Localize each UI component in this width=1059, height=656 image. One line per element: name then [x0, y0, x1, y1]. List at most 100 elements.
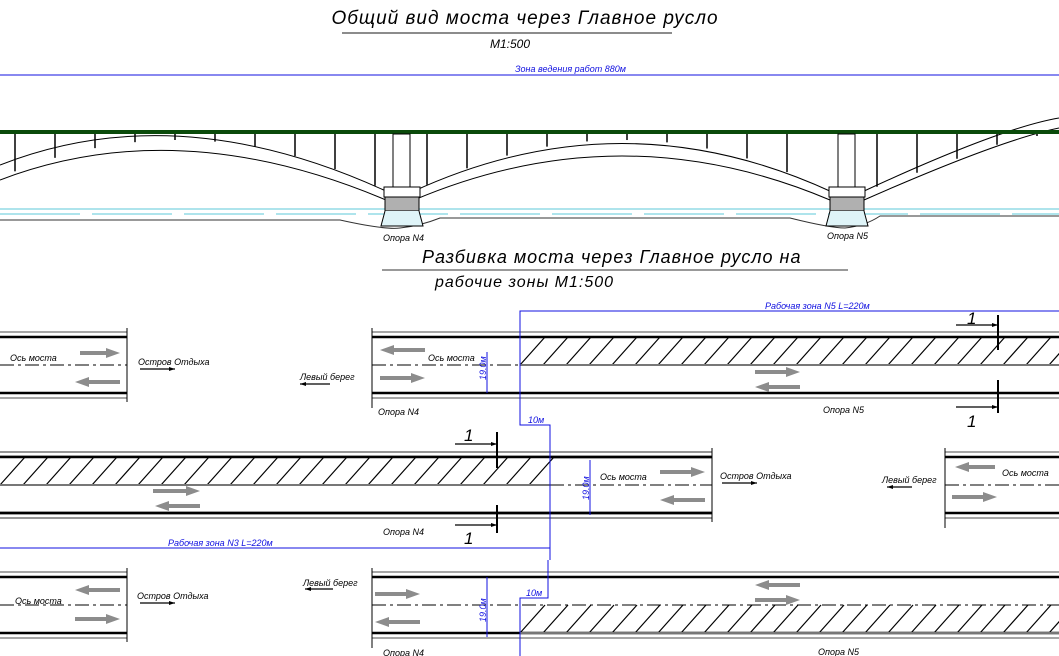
island-label: Остров Отдыха [138, 357, 210, 367]
work-zone-total-label: Зона ведения работ 880м [515, 64, 626, 74]
hatch-line [611, 604, 638, 634]
traffic-arrow [380, 345, 425, 355]
hatch-line [91, 456, 118, 486]
arrow-head [169, 601, 175, 605]
hatch-line [887, 604, 914, 634]
plan-marks [140, 315, 999, 605]
hatch-line [505, 456, 532, 486]
traffic-arrow [155, 501, 200, 511]
hatch-line [749, 604, 776, 634]
island-label: Остров Отдыха [137, 591, 209, 601]
hatch-line [841, 336, 868, 366]
zone-boundary-bottom [519, 560, 549, 656]
offset-dim-top: 10м [528, 415, 544, 425]
hatch-line [887, 336, 914, 366]
traffic-arrow [660, 495, 705, 505]
hatch-line [565, 336, 592, 366]
hatch-line [1002, 604, 1029, 634]
hatch-line [657, 336, 684, 366]
axis-label: Ось моста [15, 596, 62, 606]
hatch-line [367, 456, 394, 486]
dimension-lines [0, 310, 1059, 656]
riverbed [0, 215, 1059, 229]
arch-middle [411, 143, 833, 201]
traffic-arrow [153, 486, 200, 496]
hatch-line [482, 456, 509, 486]
pier-n4-plan-label: Опора N4 [383, 527, 424, 537]
hatch-line [344, 456, 371, 486]
pier-n4-plan-label: Опора N4 [378, 407, 419, 417]
hatch-line [206, 456, 233, 486]
drawing-title: Общий вид моста через Главное русло [331, 8, 718, 29]
hatch-line [229, 456, 256, 486]
hatch-line [137, 456, 164, 486]
zone-n5-label: Рабочая зона N5 L=220м [765, 301, 870, 311]
traffic-arrow [375, 589, 420, 599]
left-bank-label: Левый берег [299, 372, 355, 382]
arrow-head [992, 405, 998, 409]
hatch-line [183, 456, 210, 486]
traffic-arrow [955, 462, 995, 472]
section-mark: 1 [967, 412, 976, 431]
axis-label: Ось моста [600, 472, 647, 482]
hatch-line [519, 336, 546, 366]
hatch-line [390, 456, 417, 486]
width-dim-1: 19.0м [478, 356, 488, 380]
hatch-line [1048, 620, 1059, 634]
hatch-line [956, 604, 983, 634]
traffic-arrow [380, 373, 425, 383]
axis-label: Ось моста [428, 353, 475, 363]
pier-n5-label: Опора N5 [827, 231, 869, 241]
hatch-line [459, 456, 486, 486]
plan-labels: Ось моста Остров Отдыха Ось моста Левый … [10, 309, 1049, 656]
hatch-line [680, 336, 707, 366]
hatch-line [519, 604, 546, 634]
arrow-head [169, 367, 175, 371]
pier-n5-plan-label: Опора N5 [818, 647, 860, 656]
hatch-line [772, 336, 799, 366]
width-dim-3: 19.0м [478, 598, 488, 622]
hatch-line [542, 336, 569, 366]
left-bank-label: Левый берег [881, 475, 937, 485]
hatch-line [703, 336, 730, 366]
section-mark: 1 [967, 309, 976, 328]
hatch-line [680, 604, 707, 634]
pier-n5 [825, 133, 869, 227]
hatch-line [611, 336, 638, 366]
traffic-arrow [75, 377, 120, 387]
arch-left [0, 135, 389, 201]
hatch-line [565, 604, 592, 634]
hatch-line [726, 336, 753, 366]
pier-n4-plan-label: Опора N4 [383, 648, 424, 656]
hatch-line [933, 336, 960, 366]
hatch-line [657, 604, 684, 634]
width-dim-2: 19.0м [581, 476, 591, 500]
hatch-line [726, 604, 753, 634]
traffic-arrow [952, 492, 997, 502]
traffic-arrow [75, 585, 120, 595]
hatch-line [252, 456, 279, 486]
hatch-line [841, 604, 868, 634]
hatch-line [818, 604, 845, 634]
hatch-line [864, 336, 891, 366]
traffic-arrow [375, 617, 420, 627]
plan-strips [0, 328, 1059, 648]
hatch-line [910, 604, 937, 634]
traffic-arrow [755, 367, 800, 377]
island-label: Остров Отдыха [720, 471, 792, 481]
hatch-line [634, 604, 661, 634]
hatch-line [114, 456, 141, 486]
hatch-line [864, 604, 891, 634]
pier-n4-label: Опора N4 [383, 233, 424, 243]
hatch-line [772, 604, 799, 634]
traffic-arrow [755, 382, 800, 392]
plan-title-line2: рабочие зоны М1:500 [434, 274, 614, 291]
hatch-line [160, 456, 187, 486]
hatch-line [1025, 604, 1052, 634]
zone-n3-label: Рабочая зона N3 L=220м [168, 538, 273, 548]
arrow-head [992, 323, 998, 327]
hatch-line [1048, 352, 1059, 366]
traffic-arrow [755, 580, 800, 590]
traffic-arrow [755, 595, 800, 605]
drawing-scale: М1:500 [490, 37, 530, 51]
